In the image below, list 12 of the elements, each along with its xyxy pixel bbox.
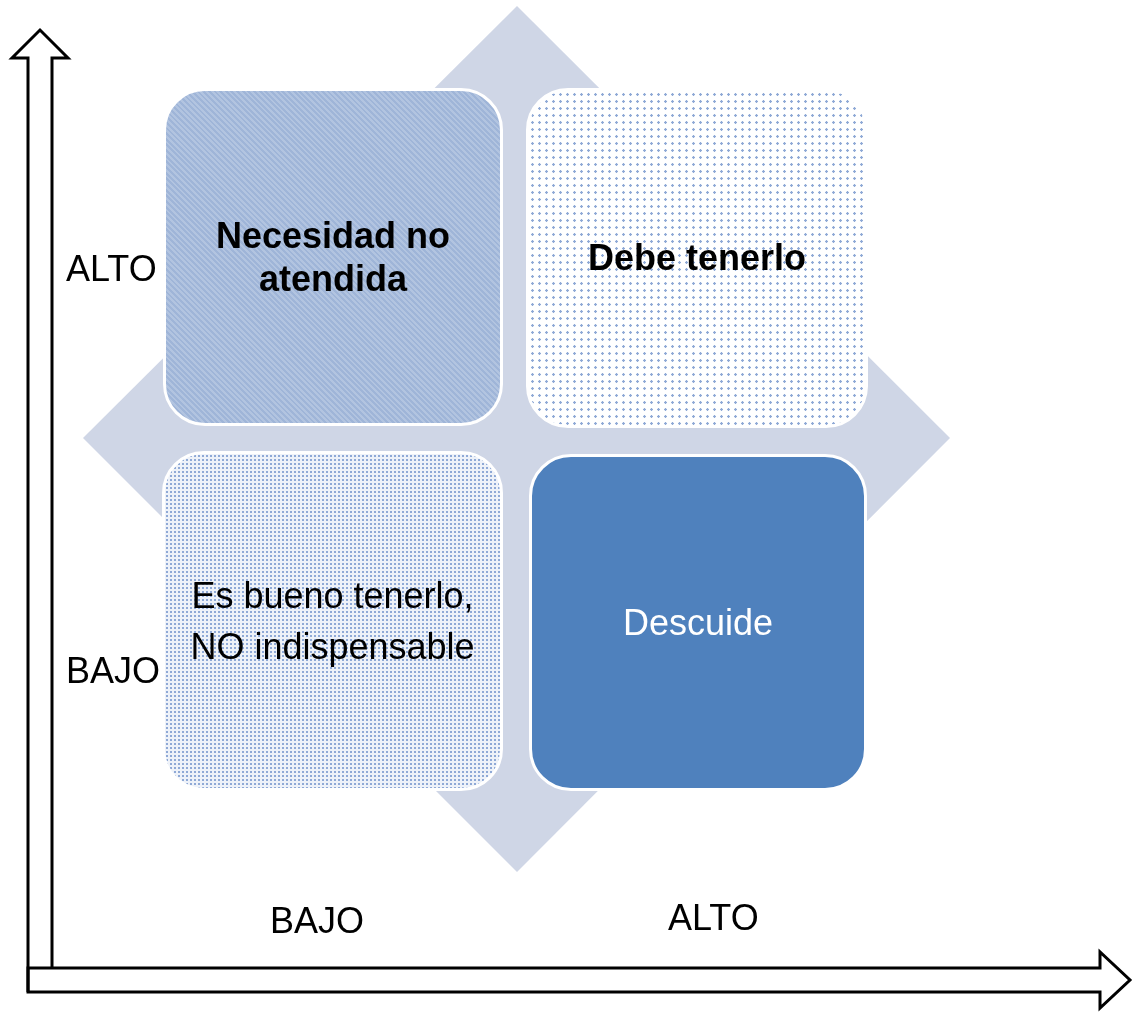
quadrant-box	[162, 451, 503, 791]
axis-label: ALTO	[66, 248, 157, 290]
quadrant-text: NO indispensable	[190, 625, 475, 669]
quadrant-text: Necesidad no atendida	[214, 213, 452, 301]
quadrant-text: Descuide	[622, 600, 774, 645]
quadrant-box	[529, 454, 867, 791]
quadrant-text: Debe tenerlo	[587, 236, 807, 280]
axis-label: ALTO	[668, 897, 759, 939]
axis-label: BAJO	[270, 900, 365, 942]
axis-label: BAJO	[66, 650, 161, 692]
quadrant-box	[163, 88, 503, 426]
quadrant-text: Es bueno tenerlo,	[191, 573, 474, 617]
